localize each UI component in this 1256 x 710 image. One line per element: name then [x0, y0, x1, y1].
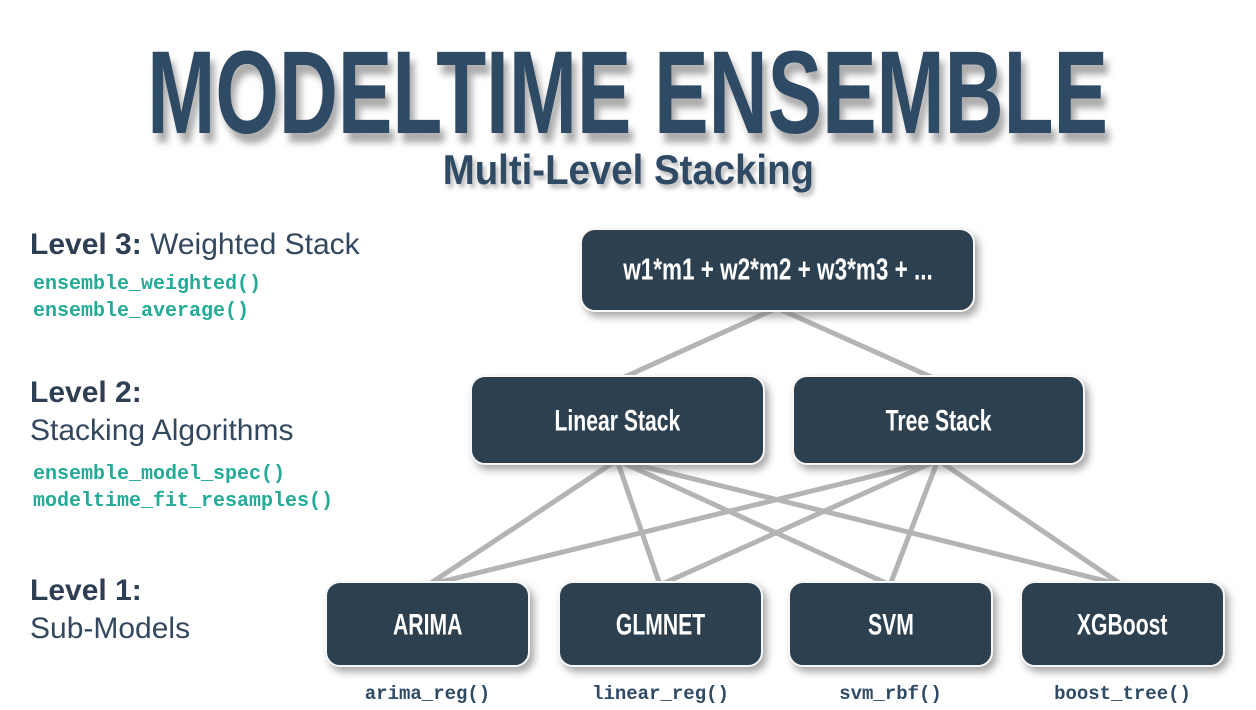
- node-box-xgboost: XGBoost: [1020, 581, 1225, 667]
- code-line-linear-reg: linear_reg(): [592, 683, 729, 705]
- connector-line: [614, 457, 663, 588]
- subheader: Multi-Level Stacking: [0, 147, 1256, 194]
- level-3-code-block: ensemble_weighted() ensemble_average(): [33, 271, 261, 325]
- code-line-modeltime-fit-resamples: modeltime_fit_resamples(): [33, 490, 334, 513]
- connector-line: [614, 457, 1125, 588]
- level-1-desc: Sub-Models: [30, 612, 191, 645]
- level-2-code-block: ensemble_model_spec() modeltime_fit_resa…: [33, 461, 333, 515]
- node-box-svm: SVM: [788, 581, 993, 667]
- header: MODELTIME ENSEMBLE: [0, 26, 1256, 159]
- connector-line: [657, 457, 941, 588]
- code-line-svm-rbf: svm_rbf(): [839, 683, 942, 705]
- node-label-svm: SVM: [867, 606, 914, 641]
- node-label-weighted-stack: w1*m1 + w2*m2 + w3*m3 + ...: [622, 252, 933, 287]
- connector-line: [935, 457, 1125, 588]
- level-2-name: Level 2:: [30, 376, 142, 409]
- node-box-weighted-stack: w1*m1 + w2*m2 + w3*m3 + ...: [580, 228, 975, 312]
- node-label-xgboost: XGBoost: [1077, 606, 1168, 641]
- code-line-ensemble-weighted: ensemble_weighted(): [33, 273, 262, 296]
- connector-line: [425, 457, 620, 588]
- node-label-linear-stack: Linear Stack: [554, 402, 681, 437]
- node-box-linear-stack: Linear Stack: [470, 375, 765, 465]
- level-3-name: Level 3:: [30, 228, 142, 261]
- level-2-heading: Level 2: Stacking Algorithms: [30, 374, 293, 450]
- level-1-name: Level 1:: [30, 574, 142, 607]
- slide-title: MODELTIME ENSEMBLE: [147, 27, 1109, 159]
- code-line-ensemble-average: ensemble_average(): [33, 300, 250, 323]
- level-1-heading: Level 1: Sub-Models: [30, 572, 190, 648]
- connector-line: [614, 457, 893, 588]
- node-box-arima: ARIMA: [325, 581, 530, 667]
- connector-line: [887, 457, 941, 588]
- connector-line: [615, 305, 780, 383]
- connector-line: [774, 305, 941, 383]
- code-line-ensemble-model-spec: ensemble_model_spec(): [33, 463, 286, 486]
- node-label-glmnet: GLMNET: [615, 606, 706, 641]
- node-box-glmnet: GLMNET: [558, 581, 763, 667]
- node-label-arima: ARIMA: [392, 606, 463, 641]
- node-box-tree-stack: Tree Stack: [792, 375, 1085, 465]
- code-line-arima-reg: arima_reg(): [364, 683, 491, 705]
- level-2-desc: Stacking Algorithms: [30, 414, 294, 447]
- slide-subtitle: Multi-Level Stacking: [442, 147, 814, 194]
- node-label-tree-stack: Tree Stack: [885, 402, 992, 437]
- code-line-boost-tree: boost_tree(): [1054, 683, 1191, 705]
- level-3-heading: Level 3: Weighted Stack: [30, 226, 360, 264]
- level-3-desc: Weighted Stack: [150, 228, 360, 261]
- connector-line: [425, 457, 941, 588]
